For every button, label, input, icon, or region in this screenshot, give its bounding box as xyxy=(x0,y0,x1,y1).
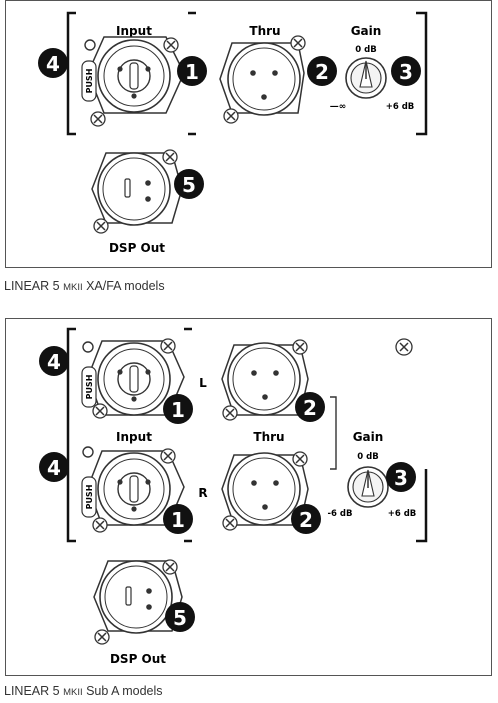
gain-max-label: +6 dB xyxy=(386,102,415,112)
input-bracket-left xyxy=(66,327,76,543)
led-indicator xyxy=(84,39,96,51)
thru-jack[interactable] xyxy=(219,35,306,124)
svg-text:1: 1 xyxy=(185,60,199,84)
push-label: PUSH xyxy=(85,69,94,94)
callout-3: 3 xyxy=(386,462,416,492)
push-release-tab[interactable]: PUSH xyxy=(81,60,97,102)
input-bracket-left xyxy=(66,11,76,136)
push-label-right: PUSH xyxy=(85,485,94,510)
thru-group-bracket xyxy=(330,396,337,470)
callout-1-right: 1 xyxy=(163,504,193,534)
push-release-tab-left[interactable]: PUSH xyxy=(81,366,97,408)
callout-2-right: 2 xyxy=(291,504,321,534)
thru-label: Thru xyxy=(253,430,284,444)
led-indicator-left xyxy=(82,341,94,353)
svg-text:1: 1 xyxy=(171,508,185,532)
callout-4-right: 4 xyxy=(39,452,69,482)
svg-text:4: 4 xyxy=(46,52,60,76)
left-channel-label: L xyxy=(199,376,207,390)
dsp-out-label: DSP Out xyxy=(109,241,165,255)
svg-text:3: 3 xyxy=(394,466,408,490)
panel-sub-a: PUSH L Input Thru Gain xyxy=(5,318,492,676)
panel-xa-fa: Input Thru Gain PUSH xyxy=(5,0,492,268)
callout-3: 3 xyxy=(391,56,421,86)
caption-sub-a: LINEAR 5 MKII Sub A models xyxy=(4,684,163,698)
dsp-out-label: DSP Out xyxy=(110,652,166,666)
svg-text:5: 5 xyxy=(173,606,187,630)
input-label: Input xyxy=(116,430,152,444)
dsp-out-jack[interactable] xyxy=(91,149,183,234)
svg-text:2: 2 xyxy=(299,508,313,532)
callout-4-left: 4 xyxy=(39,346,69,376)
callout-1: 1 xyxy=(177,56,207,86)
svg-text:3: 3 xyxy=(399,60,413,84)
input-bracket-right xyxy=(184,327,192,543)
gain-bracket-right xyxy=(416,11,428,136)
gain-label: Gain xyxy=(351,24,382,38)
combo-input-jack[interactable] xyxy=(87,36,185,127)
svg-text:5: 5 xyxy=(182,173,196,197)
push-release-tab-right[interactable]: PUSH xyxy=(81,476,97,518)
combo-input-jack-right[interactable] xyxy=(87,448,185,533)
callout-1-left: 1 xyxy=(163,394,193,424)
callout-2-left: 2 xyxy=(295,392,325,422)
input-bracket-right xyxy=(188,11,196,136)
panel-xa-fa-diagram: Input Thru Gain PUSH xyxy=(38,11,428,255)
svg-text:4: 4 xyxy=(47,456,61,480)
push-label-left: PUSH xyxy=(85,375,94,400)
svg-text:4: 4 xyxy=(47,350,61,374)
svg-text:2: 2 xyxy=(303,396,317,420)
callout-2: 2 xyxy=(307,56,337,86)
svg-text:2: 2 xyxy=(315,60,329,84)
panel-sub-a-diagram: PUSH L Input Thru Gain xyxy=(39,327,428,666)
callout-5: 5 xyxy=(174,169,204,199)
callout-4: 4 xyxy=(38,48,68,78)
dsp-out-jack[interactable] xyxy=(93,559,183,645)
gain-label: Gain xyxy=(353,430,384,444)
gain-min-label: —∞ xyxy=(330,102,347,112)
right-channel-label: R xyxy=(198,486,207,500)
svg-text:1: 1 xyxy=(171,398,185,422)
gain-max-label: +6 dB xyxy=(388,509,417,519)
thru-label: Thru xyxy=(249,24,280,38)
gain-min-label: -6 dB xyxy=(328,509,353,519)
gain-knob[interactable] xyxy=(345,57,387,99)
thru-jack-left[interactable] xyxy=(221,339,309,421)
caption-xa-fa: LINEAR 5 MKII XA/FA models xyxy=(4,279,165,293)
gain-top-label: 0 dB xyxy=(357,452,378,462)
callout-5: 5 xyxy=(165,602,195,632)
gain-knob[interactable] xyxy=(347,466,389,508)
gain-bracket-right xyxy=(416,469,428,543)
gain-top-label: 0 dB xyxy=(355,45,376,55)
led-indicator-right xyxy=(82,446,94,458)
thru-jack-right[interactable] xyxy=(221,451,309,531)
input-label: Input xyxy=(116,24,152,38)
combo-input-jack-left[interactable] xyxy=(87,338,185,419)
